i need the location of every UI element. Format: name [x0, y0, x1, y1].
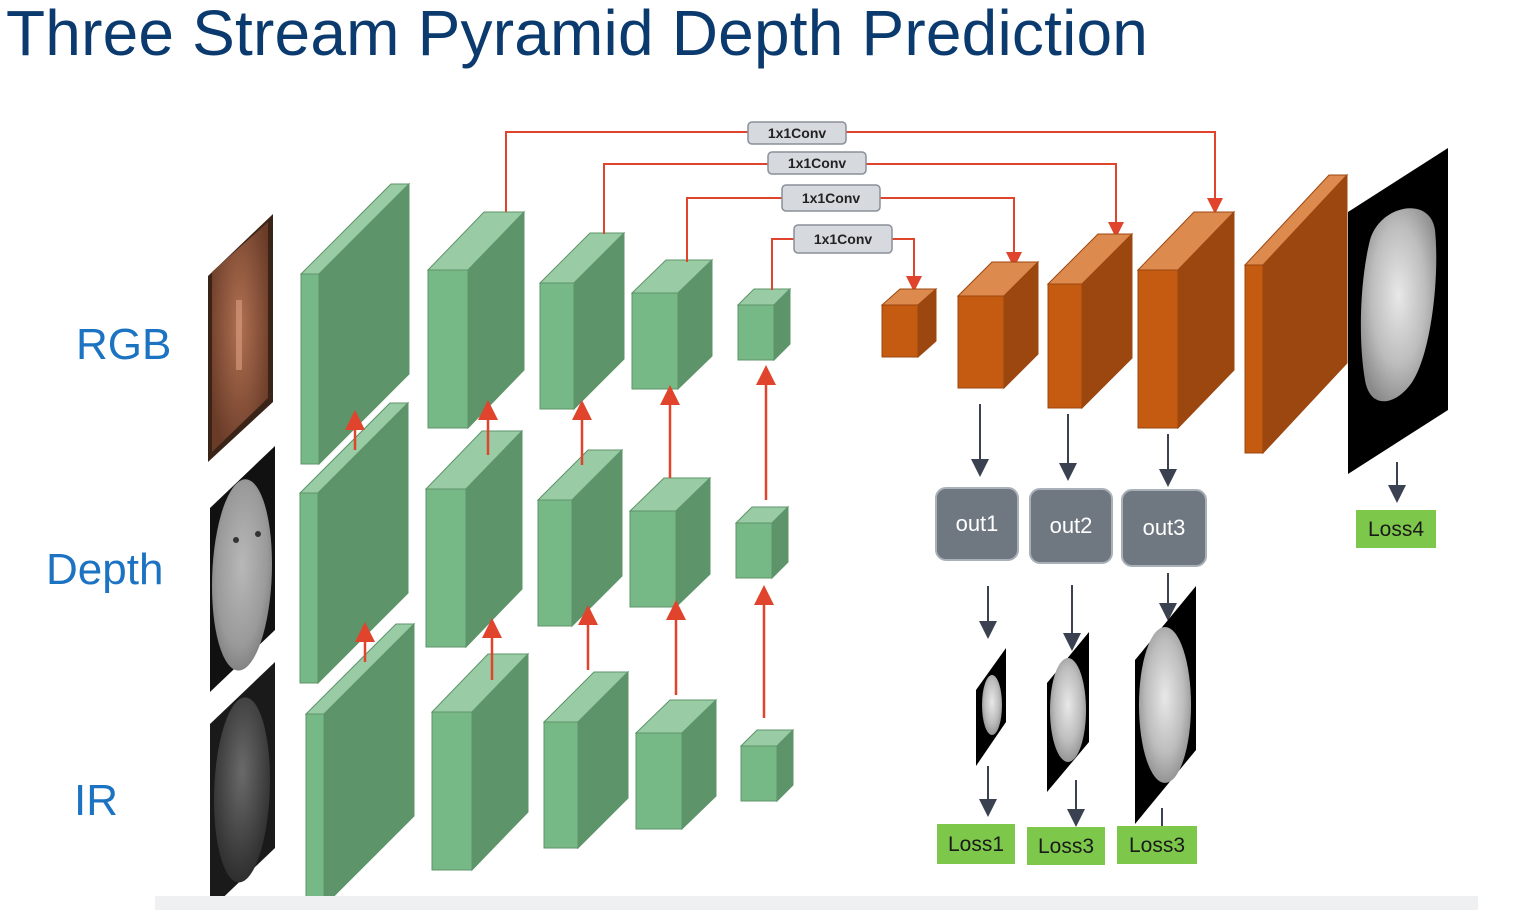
- loss-label-3: Loss3: [1129, 834, 1185, 857]
- final-depth-map: [1348, 148, 1448, 474]
- loss-label-2: Loss3: [1038, 835, 1094, 858]
- stream-label-rgb: RGB: [76, 320, 172, 369]
- stream-label-depth: Depth: [46, 545, 164, 594]
- encoder-blocks: [298, 182, 795, 908]
- encoder-block-depth-5: [734, 505, 790, 580]
- encoder-block-depth-4: [628, 476, 712, 609]
- loss-box-3: Loss3: [1117, 826, 1197, 864]
- predicted-depth-map-1: [976, 648, 1006, 766]
- encoder-block-depth-2: [424, 429, 524, 649]
- encoder-block-rgb-5: [736, 287, 792, 362]
- encoder-block-depth-3: [536, 448, 624, 628]
- loss-box-4: Loss4: [1356, 510, 1436, 548]
- out-box-1: out1: [935, 487, 1019, 561]
- encoder-block-ir-2: [430, 652, 530, 872]
- encoder-block-ir-5: [739, 728, 795, 803]
- decoder-block-4: [1136, 210, 1236, 430]
- conv-1x1-label: 1x1Conv: [788, 155, 847, 171]
- loss-box-1: Loss1: [937, 824, 1015, 864]
- conv-1x1-box: 1x1Conv: [793, 224, 893, 254]
- decoder-block-1: [880, 287, 938, 359]
- encoder-block-ir-3: [542, 670, 630, 850]
- out-label-1: out1: [956, 511, 999, 536]
- encoder-block-rgb-3: [538, 231, 626, 411]
- conv-1x1-box: 1x1Conv: [747, 121, 847, 145]
- loss-label-1: Loss1: [948, 833, 1004, 856]
- encoder-block-ir-4: [634, 698, 718, 831]
- predicted-depth-map-3: [1135, 586, 1196, 824]
- encoder-block-rgb-1: [299, 182, 411, 466]
- predicted-depth-map-2: [1047, 632, 1089, 792]
- input-image-depth: [210, 446, 275, 692]
- bottom-divider: [155, 896, 1478, 910]
- conv-1x1-label: 1x1Conv: [802, 190, 861, 206]
- decoder-block-3: [1046, 232, 1134, 410]
- lateral-connections: 1x1Conv 1x1Conv 1x1Conv 1x1Conv: [505, 121, 1223, 292]
- stream-label-ir: IR: [74, 776, 118, 825]
- page-title: Three Stream Pyramid Depth Prediction: [6, 0, 1149, 69]
- fusion-arrows: [345, 365, 776, 718]
- conv-1x1-label: 1x1Conv: [768, 125, 827, 141]
- out-box-3: out3: [1121, 489, 1207, 567]
- conv-1x1-box: 1x1Conv: [767, 151, 867, 175]
- input-image-ir: [210, 662, 275, 910]
- out-label-3: out3: [1143, 515, 1186, 540]
- decoder-block-2: [956, 260, 1040, 390]
- conv-1x1-box: 1x1Conv: [781, 184, 881, 212]
- out-label-2: out2: [1050, 513, 1093, 538]
- loss-box-2: Loss3: [1027, 827, 1105, 865]
- encoder-block-rgb-4: [630, 258, 714, 391]
- input-image-rgb: [208, 214, 273, 462]
- encoder-block-rgb-2: [426, 210, 526, 430]
- decoder-blocks: [880, 173, 1349, 455]
- conv-1x1-label: 1x1Conv: [814, 231, 873, 247]
- lateral-arrow: [505, 131, 1223, 214]
- loss-label-4: Loss4: [1368, 518, 1424, 541]
- out-box-2: out2: [1029, 488, 1113, 564]
- decoder-block-5: [1243, 173, 1349, 455]
